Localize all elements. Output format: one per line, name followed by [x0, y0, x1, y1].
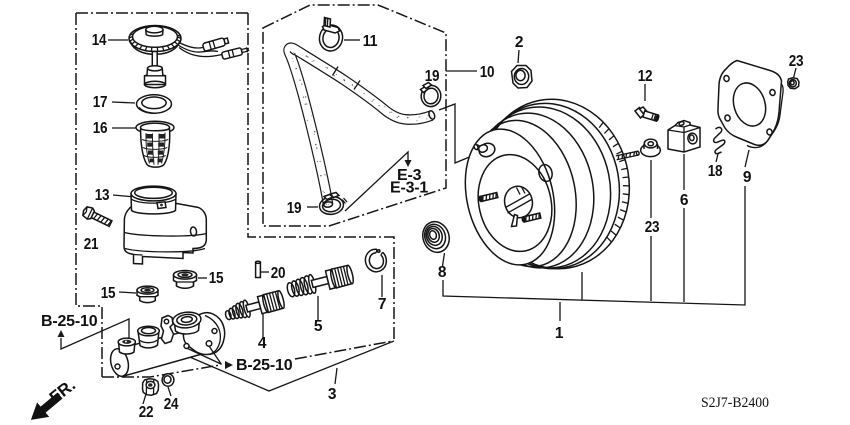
svg-text:3: 3 [328, 386, 337, 403]
svg-text:20: 20 [271, 265, 286, 282]
svg-text:6: 6 [680, 192, 689, 209]
svg-text:18: 18 [708, 163, 723, 180]
svg-text:23: 23 [789, 53, 804, 70]
svg-text:23: 23 [645, 219, 660, 236]
svg-text:11: 11 [363, 33, 378, 50]
svg-text:E-3: E-3 [397, 167, 422, 184]
svg-text:9: 9 [743, 169, 752, 186]
svg-text:15: 15 [101, 285, 116, 302]
svg-text:E-3-1: E-3-1 [390, 180, 428, 197]
svg-text:22: 22 [139, 404, 154, 421]
svg-text:4: 4 [258, 335, 267, 352]
svg-text:1: 1 [555, 325, 564, 342]
svg-text:B-25-10: B-25-10 [236, 357, 293, 374]
svg-text:5: 5 [314, 318, 323, 335]
svg-text:2: 2 [515, 34, 523, 51]
svg-text:15: 15 [209, 270, 224, 287]
svg-text:B-25-10: B-25-10 [41, 313, 98, 330]
svg-text:19: 19 [425, 68, 440, 85]
svg-text:8: 8 [438, 264, 447, 281]
svg-text:14: 14 [92, 32, 107, 49]
svg-text:12: 12 [638, 68, 653, 85]
svg-text:21: 21 [84, 236, 99, 253]
svg-text:17: 17 [93, 94, 108, 111]
svg-text:10: 10 [480, 64, 495, 81]
svg-text:24: 24 [164, 396, 179, 413]
svg-text:7: 7 [378, 296, 386, 313]
svg-text:13: 13 [95, 187, 110, 204]
svg-text:16: 16 [93, 120, 108, 137]
svg-text:19: 19 [287, 200, 302, 217]
svg-text:S2J7-B2400: S2J7-B2400 [701, 395, 769, 411]
